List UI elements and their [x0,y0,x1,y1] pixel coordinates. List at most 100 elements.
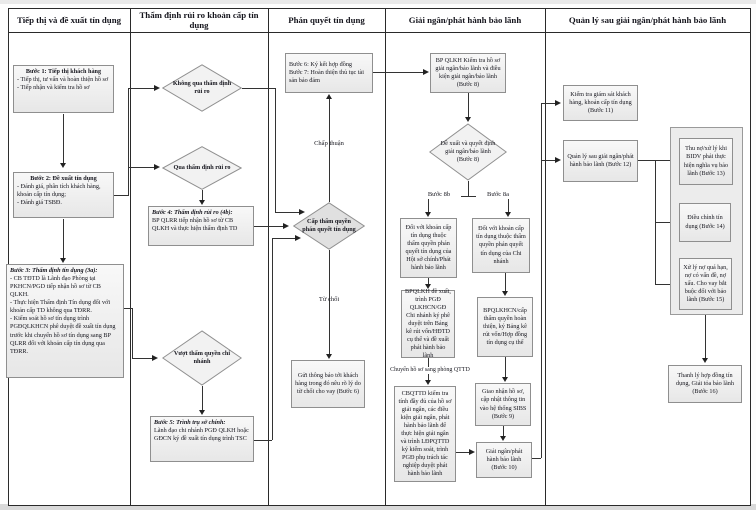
arrowhead-down [465,117,471,122]
flow-line [428,196,429,212]
branch-authority-box: Đối với khoản cấp tín dụng thuộc thẩm qu… [472,218,530,273]
flow-line [128,88,129,196]
flow-line [329,99,330,202]
flow-line [532,458,541,459]
flow-line [128,88,154,89]
lane-header-risk-appraisal: Thẩm định rủi ro khoản cấp tín dụng [130,8,268,32]
flow-line [505,273,506,291]
lane-header-disbursement: Giải ngân/phát hành bảo lãnh [385,8,545,32]
cbqttd-check-box: CBQTTD kiểm tra tính đầy đủ của hồ sơ gi… [394,386,456,482]
step13-collect-box: Thu nợ/xử lý khi BIDV phải thực hiện ngh… [679,138,733,185]
flow-line [202,190,203,200]
flow-line [132,358,152,359]
step14-adjust-box: Điều chỉnh tín dụng (Bước 14) [679,203,731,242]
step-body: Xử lý nợ quá hạn, nợ có vấn đề, nợ xấu. … [683,263,728,304]
approve-label: Chấp thuận [314,140,344,147]
flow-line [63,219,64,259]
decision-label: Cấp thẩm quyền phán quyết tín dụng [302,218,356,233]
flow-line [114,195,128,196]
flow-line [468,93,469,117]
arrowhead-down [60,163,66,168]
arrowhead-down [326,354,332,359]
step-body: Đối với khoản cấp tín dụng thuộc thẩm qu… [476,225,526,265]
step9-sibs-box: Giao nhận hồ sơ, cập nhật thông tin vào … [475,383,531,426]
flow-line [541,160,555,161]
arrowhead-right [299,209,305,215]
arrowhead-right [154,164,160,170]
flow-line [254,226,283,227]
flow-line [124,308,132,309]
arrowhead-right [469,449,475,455]
step3-appraisal-box: Bước 3: Thẩm định tín dụng (3a): - CB TĐ… [6,264,124,378]
decision-label: Vượt thẩm quyền chi nhánh [173,350,231,365]
step5-head-office-box: Bước 5: Trình trụ sở chính: Lãnh đạo chi… [150,416,254,462]
step-title: Bước 2: Đề xuất tín dụng [30,175,97,182]
flow-line [541,103,555,104]
step-body: Quản lý sau giải ngân/phát hành bảo lãnh… [567,152,634,168]
lane-title: Thẩm định rủi ro khoản cấp tín dụng [139,10,259,30]
step-body: BPQLKH đề xuất, trình PGĐ QLKHCN/GĐ Chi … [405,287,451,360]
bpqlkhcn-sign-box: BPQLKHCN/cấp thẩm quyền hoàn thiện, ký B… [477,297,533,357]
step-line: Bước 7: Hoàn thiện thủ tục tài sản bảo đ… [289,68,365,85]
flow-line [202,386,203,410]
step12-post-manage-box: Quản lý sau giải ngân/phát hành bảo lãnh… [563,140,638,182]
flow-line [242,88,275,89]
flow-line [254,440,272,441]
flow-line [505,357,506,377]
decision-risk-appraisal: Qua thẩm định rủi ro [162,146,242,190]
decision-disbursement: Đề xuất và quyết định giải ngân/bảo lãnh… [429,123,507,181]
arrowhead-right [555,157,561,163]
decision-exceed-branch-authority: Vượt thẩm quyền chi nhánh [162,330,242,386]
step-line: - Kiểm soát hồ sơ tín dụng trình PGĐQLKH… [10,315,116,355]
lane-divider [385,8,386,505]
step-body: Thu nợ/xử lý khi BIDV phải thực hiện ngh… [683,145,729,177]
lane-header-marketing: Tiếp thị và đề xuất tín dụng [8,8,130,32]
arrowhead-down [502,291,508,296]
step-title: Bước 4: Thẩm định rủi ro (4b): [152,209,233,216]
hq-authority-box: Đối với khoản cấp tín dụng thuộc thẩm qu… [400,218,457,278]
lane-title: Tiếp thị và đề xuất tín dụng [17,15,121,25]
step15-bad-debt-box: Xử lý nợ quá hạn, nợ có vấn đề, nợ xấu. … [679,258,732,310]
arrowhead-right [295,235,301,241]
arrowhead-down [505,212,511,217]
arrowhead-down [502,377,508,382]
lane-header-credit-decision: Phán quyết tín dụng [268,8,385,32]
lane-title: Quản lý sau giải ngân/phát hành bảo lãnh [568,15,727,25]
lane-title: Giải ngân/phát hành bảo lãnh [408,15,522,25]
arrowhead-down [60,258,66,263]
arrowhead-right [283,223,289,229]
step1-marketing-box: Bước 1: Tiếp thị khách hàng - Tiếp thị, … [13,65,114,113]
diamond-shape-icon [162,64,242,112]
lane-divider [130,8,131,505]
step-body: BPQLKHCN/cấp thẩm quyền hoàn thiện, ký B… [482,306,528,347]
scan-edge-bottom [0,504,756,510]
flow-line [655,284,671,285]
step-title: Bước 5: Trình trụ sở chính: [154,419,226,426]
flow-line [373,72,423,73]
step-title: Bước 1: Tiếp thị khách hàng [25,68,102,75]
arrowhead-down [425,284,431,289]
step-body: BP QLKH Kiểm tra hồ sơ giải ngân/bảo lãn… [435,56,501,89]
step2-proposal-box: Bước 2: Đề xuất tín dụng - Đánh giá, phâ… [13,172,114,218]
lane-divider [268,8,269,505]
flow-line [128,167,154,168]
step-body: Giải ngân/phát hành bảo lãnh (Bước 10) [485,447,523,472]
flow-line [428,278,429,284]
step8-check-box: BP QLKH Kiểm tra hồ sơ giải ngân/bảo lãn… [430,53,506,93]
bpqlkh-approval-box: BPQLKH đề xuất, trình PGĐ QLKHCN/GĐ Chi … [401,287,455,360]
step-body: Giao nhận hồ sơ, cập nhật thông tin vào … [479,388,527,420]
flow-line [132,308,133,358]
diamond-shape-icon [162,330,242,386]
flow-line [456,452,469,453]
flow-line [655,222,671,223]
step-line: - Tiếp nhận và kiểm tra hồ sơ [17,84,90,92]
step-body: CBQTTD kiểm tra tính đầy đủ của hồ sơ gi… [398,389,452,478]
reject-notice-box: Gửi thông báo tới khách hàng trong đó nê… [291,360,365,408]
scan-edge-top [0,0,756,4]
flow-line [272,238,295,239]
flow-line [541,103,542,458]
lane-divider [545,8,546,505]
arrowhead-right [555,100,561,106]
decision-label: Không qua thẩm định rủi ro [172,80,232,95]
